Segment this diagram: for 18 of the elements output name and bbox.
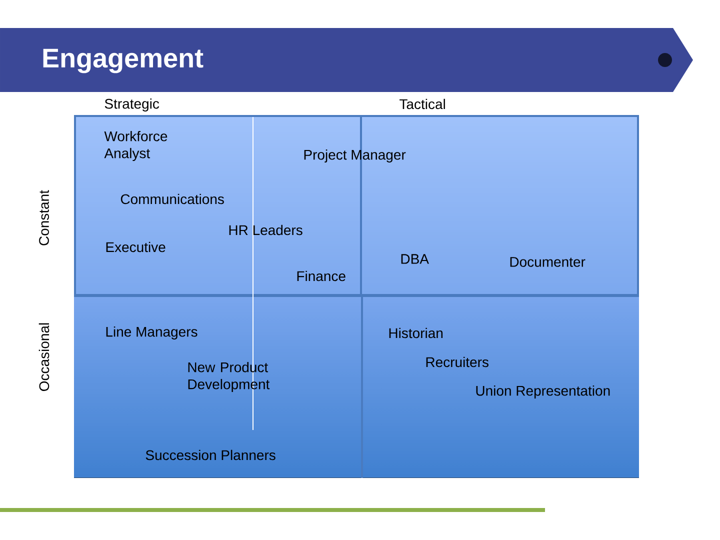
role-label: Finance: [297, 270, 346, 282]
title: Engagement: [43, 48, 204, 74]
axis-label: Constant: [39, 190, 49, 246]
role-label: Recruiters: [426, 356, 488, 368]
role-label: Union Representation: [476, 385, 610, 399]
role-label: DBA: [401, 254, 429, 264]
role-label: Workforce Analyst: [104, 130, 168, 162]
role-label: Historian: [389, 328, 443, 338]
role-label: HR Leaders: [229, 224, 302, 236]
role-label: Communications: [120, 194, 224, 204]
role-label: Line Managers: [106, 326, 198, 340]
role-label: Project Manager: [304, 149, 406, 163]
axis-label: Strategic: [104, 98, 160, 112]
role-label: Succession Planners: [146, 450, 276, 460]
axis-label: Tactical: [400, 98, 445, 110]
role-label: Executive: [106, 242, 166, 252]
axis-label: Occasional: [38, 323, 50, 391]
role-label: Documenter: [510, 257, 586, 267]
